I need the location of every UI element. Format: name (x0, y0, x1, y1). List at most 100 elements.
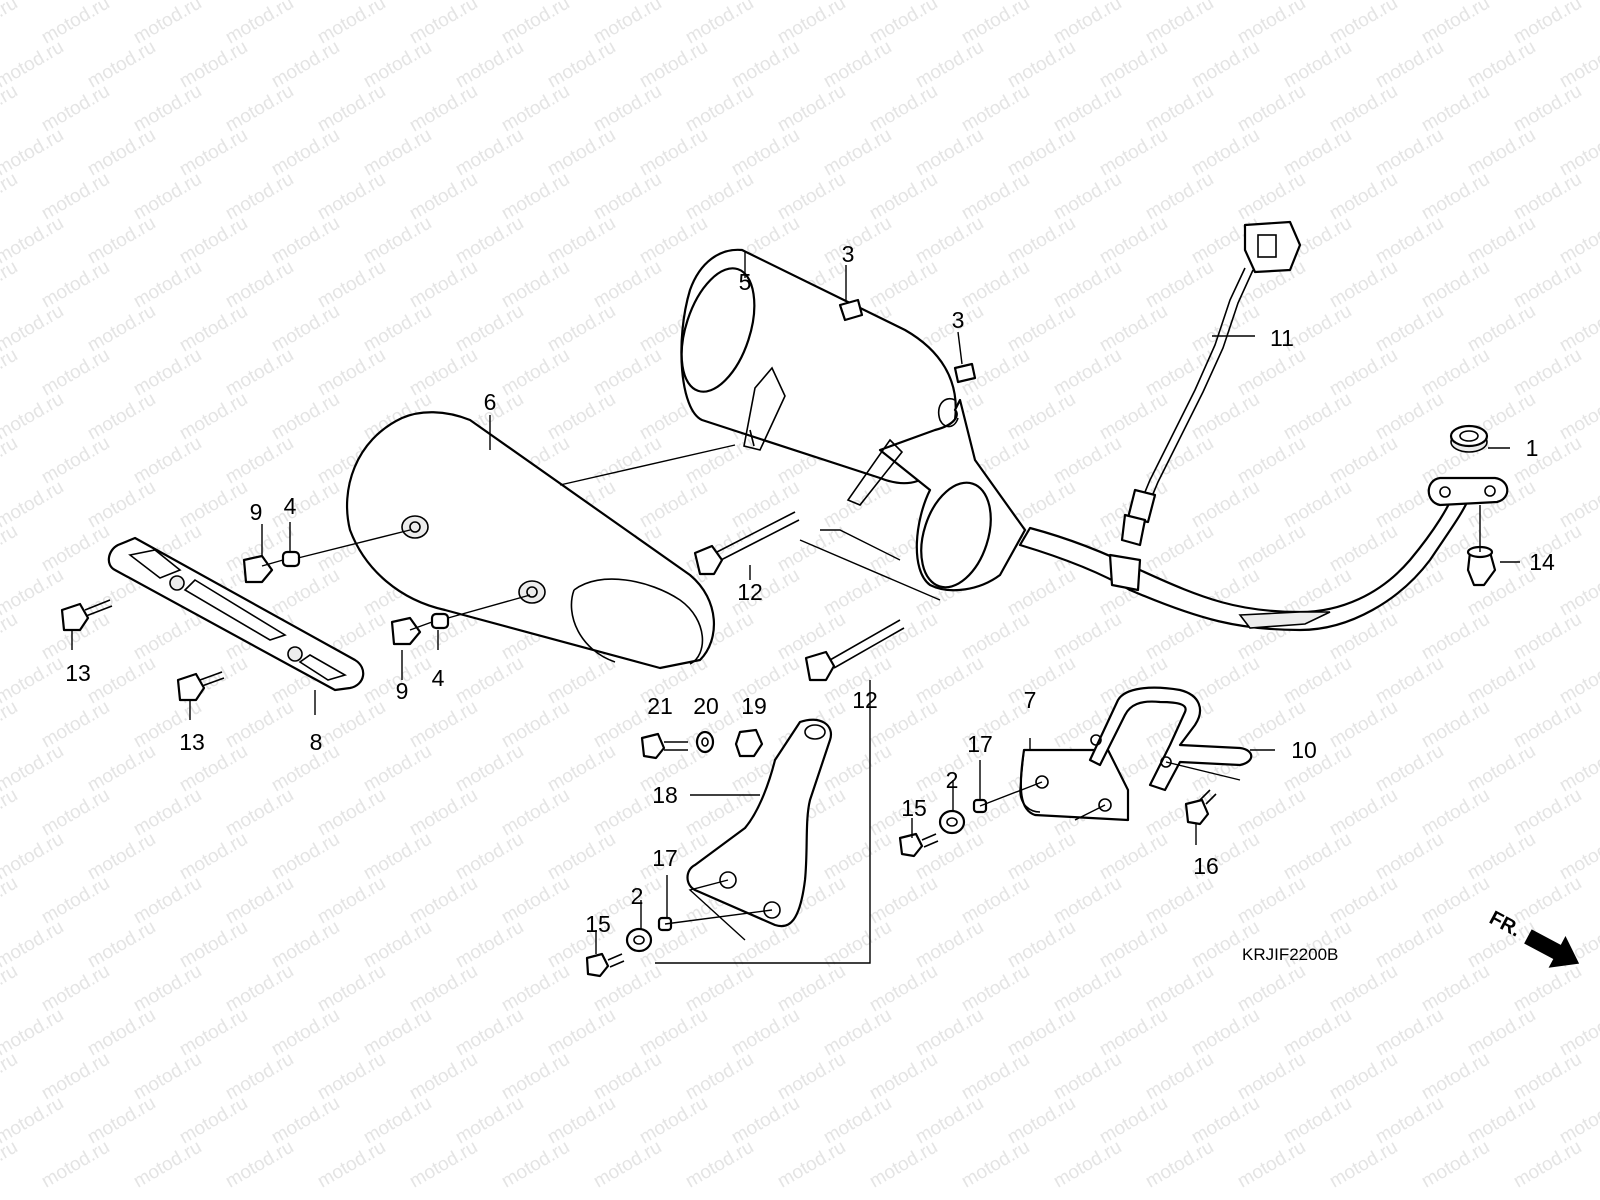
watermark-text: motod.ru (0, 433, 21, 489)
rubber-2-a (938, 809, 966, 835)
watermark-text: motod.ru (1556, 37, 1600, 93)
watermark-text: motod.ru (38, 1137, 113, 1193)
rubber-9-b (390, 616, 422, 646)
callouts: 1 14 11 5 3 3 6 9 4 12 12 9 4 13 13 8 21… (65, 241, 1555, 937)
watermark-text: motod.ru (682, 1137, 757, 1193)
watermark-text: motod.ru (0, 257, 21, 313)
clip-3-a (838, 298, 864, 322)
watermark-text: motod.ru (590, 1137, 665, 1193)
watermark-text: motod.ru (1556, 389, 1600, 445)
callout-9-a: 9 (250, 499, 263, 525)
stay-10 (1088, 686, 1253, 792)
callout-10: 10 (1291, 737, 1317, 763)
watermark-text: motod.ru (406, 1137, 481, 1193)
muffler-shell-6 (346, 411, 716, 670)
collar-4-b (430, 612, 450, 630)
watermark-text: motod.ru (314, 1137, 389, 1193)
exhaust-pipe (1018, 476, 1509, 632)
callout-4-a: 4 (284, 493, 297, 519)
bolt-15-a (898, 832, 939, 858)
watermark-text: motod.ru (0, 0, 21, 48)
watermark-text: motod.ru (1556, 829, 1600, 885)
watermark-text: motod.ru (1234, 1137, 1309, 1193)
rubber-2-b (625, 927, 653, 953)
callout-3-a: 3 (842, 241, 855, 267)
watermark-text: motod.ru (958, 1137, 1033, 1193)
watermark-text: motod.ru (0, 345, 21, 401)
callout-13-b: 13 (179, 729, 205, 755)
callout-17-b: 17 (652, 845, 678, 871)
watermark-text: motod.ru (1556, 301, 1600, 357)
callout-15-a: 15 (901, 795, 927, 821)
watermark-text: motod.ru (1556, 1005, 1600, 1061)
watermark-text: motod.ru (1556, 1093, 1600, 1149)
watermark-text: motod.ru (1556, 477, 1600, 533)
bolt-13-a (60, 599, 113, 632)
watermark-text: motod.ru (222, 1137, 297, 1193)
watermark-text: motod.ru (1556, 653, 1600, 709)
watermark-text: motod.ru (1510, 1137, 1585, 1193)
watermark-text: motod.ru (0, 1049, 21, 1105)
callout-20: 20 (693, 693, 719, 719)
callout-3-b: 3 (952, 307, 965, 333)
bolt-13-b (176, 671, 225, 702)
muffler-chamber-5 (680, 248, 957, 485)
nut-19 (734, 728, 764, 758)
callout-15-b: 15 (585, 911, 611, 937)
washer-20 (695, 730, 715, 754)
leader-lines (71, 252, 1520, 964)
callout-2-a: 2 (946, 767, 959, 793)
watermark-text: motod.ru (0, 961, 21, 1017)
callout-19: 19 (741, 693, 767, 719)
watermark-text: motod.ru (130, 1137, 205, 1193)
watermark-text: motod.ru (0, 1137, 21, 1193)
bolt-16 (1184, 789, 1217, 826)
clip-3-b (953, 362, 977, 384)
watermark-text: motod.ru (0, 785, 21, 841)
callout-16: 16 (1193, 853, 1219, 879)
callout-4-b: 4 (432, 665, 445, 691)
watermark-text: motod.ru (1050, 1137, 1125, 1193)
watermark-text: motod.ru (1326, 1137, 1401, 1193)
o2-sensor-11 (1120, 220, 1302, 547)
watermark-text: motod.ru (1556, 213, 1600, 269)
watermark-text: motod.ru (498, 1137, 573, 1193)
callout-14: 14 (1529, 549, 1555, 575)
watermark-text: motod.ru (0, 521, 21, 577)
catalyst-section (846, 398, 1027, 592)
flange-nut-14 (1466, 545, 1497, 587)
callout-2-b: 2 (631, 883, 644, 909)
watermark-text: motod.ru (1556, 741, 1600, 797)
callout-1: 1 (1526, 435, 1539, 461)
watermark-text: motod.ru (0, 169, 21, 225)
watermark-text: motod.ru (0, 873, 21, 929)
callout-6: 6 (484, 389, 497, 415)
callout-9-b: 9 (396, 678, 409, 704)
callout-5: 5 (739, 269, 752, 295)
callout-7: 7 (1024, 687, 1037, 713)
watermark-text: motod.ru (1142, 1137, 1217, 1193)
callout-11: 11 (1270, 325, 1294, 351)
callout-12-a: 12 (737, 579, 763, 605)
watermark-text: motod.ru (1556, 125, 1600, 181)
callout-12-b: 12 (852, 687, 878, 713)
watermark-text: motod.ru (0, 697, 21, 753)
bolt-15-b (585, 952, 625, 978)
rubber-9-a (242, 554, 274, 584)
callout-13-a: 13 (65, 660, 91, 686)
watermark-text: motod.ru (866, 1137, 941, 1193)
diagram-code: KRJIF2200B (1242, 945, 1338, 964)
watermark-text: motod.ru (0, 81, 21, 137)
bolt-12-a (693, 511, 800, 576)
callout-21: 21 (647, 693, 673, 719)
muffler-bracket-8 (107, 536, 365, 692)
arrow-right-icon (1524, 929, 1580, 968)
hanger-bracket-18 (686, 718, 833, 928)
collar-4-a (281, 550, 301, 568)
watermark-text: motod.ru (0, 609, 21, 665)
callout-17-a: 17 (967, 731, 993, 757)
bolt-21 (640, 732, 688, 760)
watermark-text: motod.ru (1418, 1137, 1493, 1193)
callout-8: 8 (310, 729, 323, 755)
